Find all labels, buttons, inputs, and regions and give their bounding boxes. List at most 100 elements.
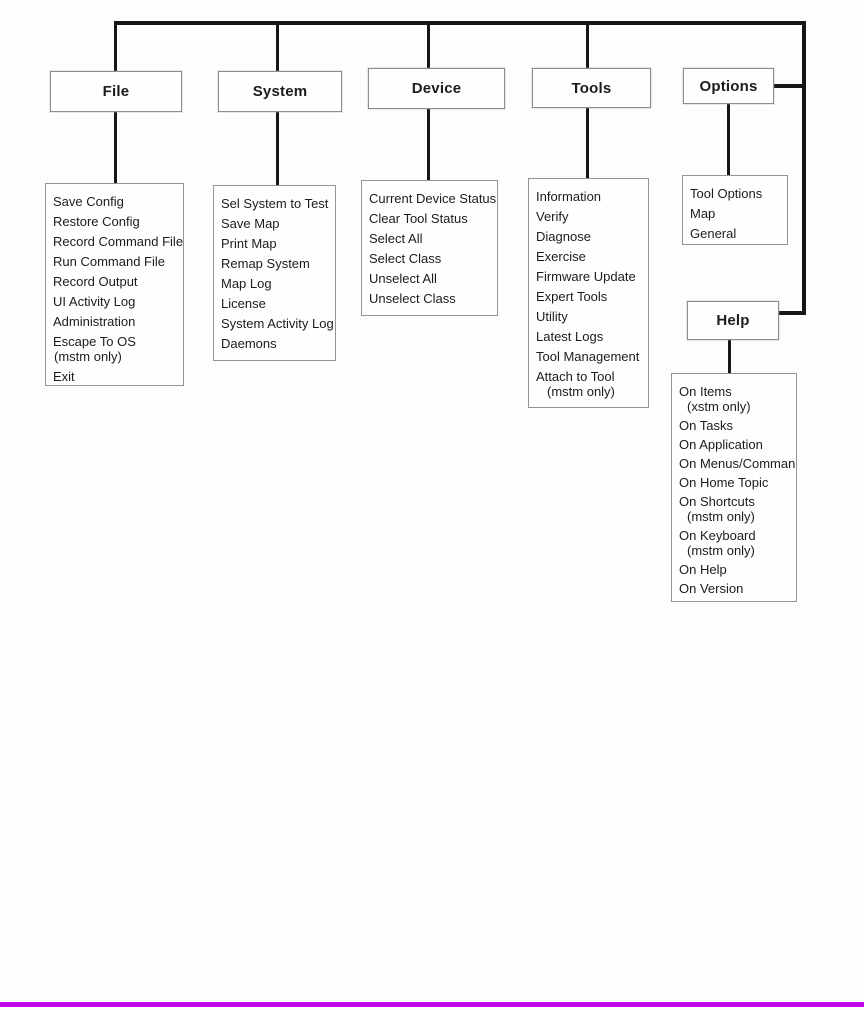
menu-item-text: Select All bbox=[369, 231, 423, 246]
menu-item: On Menus/Command bbox=[679, 456, 796, 471]
menu-item-text: On Keyboard bbox=[679, 528, 756, 543]
menu-item-text: On Help bbox=[679, 562, 727, 577]
menu-item: Exit bbox=[53, 369, 183, 384]
menu-item-text: On Application bbox=[679, 437, 763, 452]
menu-box-options: Options bbox=[683, 68, 774, 104]
menu-item: Attach to Tool (mstm only) bbox=[536, 369, 648, 399]
menu-item-text: On Version bbox=[679, 581, 744, 596]
menu-item: Administration bbox=[53, 314, 183, 329]
menu-item-text: Latest Logs bbox=[536, 329, 604, 344]
menu-item: On Version bbox=[679, 581, 796, 596]
menu-item: On Tasks bbox=[679, 418, 796, 433]
menu-item-text: Record Output bbox=[53, 274, 138, 289]
menu-box-device: Device bbox=[368, 68, 505, 109]
menu-item: On Application bbox=[679, 437, 796, 452]
menu-box-file: File bbox=[50, 71, 182, 112]
menu-item-text: Exit bbox=[53, 369, 75, 384]
menu-item: Save Map bbox=[221, 216, 335, 231]
menu-items-tools: Information Verify Diagnose Exercise Fir… bbox=[528, 178, 649, 408]
menu-item-text: Clear Tool Status bbox=[369, 211, 468, 226]
menu-items-help: On Items (xstm only) On Tasks On Applica… bbox=[671, 373, 797, 602]
menu-item-text: Firmware Update bbox=[536, 269, 636, 284]
menu-item: Tool Options bbox=[690, 186, 787, 201]
menu-item-text: Record Command File bbox=[53, 234, 184, 249]
menu-item: Firmware Update bbox=[536, 269, 648, 284]
menu-item: Map Log bbox=[221, 276, 335, 291]
menu-item: Diagnose bbox=[536, 229, 648, 244]
menu-item: Exercise bbox=[536, 249, 648, 264]
menu-item: Utility bbox=[536, 309, 648, 324]
menu-item-text: Attach to Tool bbox=[536, 369, 615, 384]
menu-item: System Activity Log bbox=[221, 316, 335, 331]
menu-item-text: Current Device Status bbox=[369, 191, 497, 206]
menu-item: Daemons bbox=[221, 336, 335, 351]
menu-item: Tool Management bbox=[536, 349, 648, 364]
menu-item-text: Map Log bbox=[221, 276, 272, 291]
menu-item-subtext: (mstm only) bbox=[687, 543, 755, 558]
menu-item: Sel System to Test bbox=[221, 196, 335, 211]
menu-box-tools: Tools bbox=[532, 68, 651, 108]
menu-item: Restore Config bbox=[53, 214, 183, 229]
menu-item: Verify bbox=[536, 209, 648, 224]
menu-label-system: System bbox=[252, 83, 308, 100]
menu-item-text: Exercise bbox=[536, 249, 586, 264]
menu-items-system: Sel System to Test Save Map Print Map Re… bbox=[213, 185, 336, 361]
menu-item: Latest Logs bbox=[536, 329, 648, 344]
menu-label-tools: Tools bbox=[571, 79, 612, 97]
menu-item: Clear Tool Status bbox=[369, 211, 497, 226]
menu-label-help: Help bbox=[716, 312, 750, 329]
menu-item-text: Utility bbox=[536, 309, 568, 324]
menu-item-text: Save Config bbox=[53, 194, 124, 209]
menu-box-system: System bbox=[218, 71, 342, 112]
menu-item: Print Map bbox=[221, 236, 335, 251]
menu-item-text: Escape To OS bbox=[53, 334, 136, 349]
menu-item: Save Config bbox=[53, 194, 183, 209]
menu-item-text: Print Map bbox=[221, 236, 277, 251]
menu-item-text: Diagnose bbox=[536, 229, 591, 244]
menu-item-text: Unselect Class bbox=[369, 291, 456, 306]
menu-item: On Items (xstm only) bbox=[679, 384, 796, 414]
footer-accent-rule bbox=[0, 1002, 864, 1007]
menu-item-text: Information bbox=[536, 189, 602, 204]
menu-item-text: Administration bbox=[53, 314, 136, 329]
menu-item: On Help bbox=[679, 562, 796, 577]
menu-item: Record Command File bbox=[53, 234, 183, 249]
menu-item-subtext: (mstm only) bbox=[547, 384, 615, 399]
menu-item: Information bbox=[536, 189, 648, 204]
menu-item: Unselect All bbox=[369, 271, 497, 286]
menu-item-text: Save Map bbox=[221, 216, 280, 231]
connector-right-vertical bbox=[802, 21, 806, 315]
menu-item-text: License bbox=[221, 296, 266, 311]
menu-item-text: Restore Config bbox=[53, 214, 140, 229]
connector-help-horizontal bbox=[775, 311, 806, 315]
menu-item: Record Output bbox=[53, 274, 183, 289]
menu-item-text: UI Activity Log bbox=[53, 294, 136, 309]
menu-item-text: Select Class bbox=[369, 251, 442, 266]
connector-help-vertical bbox=[728, 336, 731, 374]
menu-label-file: File bbox=[102, 83, 130, 100]
menu-label-options: Options bbox=[699, 77, 758, 95]
menu-items-file: Save Config Restore Config Record Comman… bbox=[45, 183, 184, 386]
menu-item: Expert Tools bbox=[536, 289, 648, 304]
menu-item: On Keyboard (mstm only) bbox=[679, 528, 796, 558]
menu-item: Current Device Status bbox=[369, 191, 497, 206]
menu-item-subtext: (mstm only) bbox=[54, 349, 122, 364]
menu-item: Select Class bbox=[369, 251, 497, 266]
menu-item: Map bbox=[690, 206, 787, 221]
menu-item-text: Tool Management bbox=[536, 349, 640, 364]
menu-item-text: Remap System bbox=[221, 256, 310, 271]
menu-label-device: Device bbox=[411, 80, 462, 97]
connector-options-vertical bbox=[727, 100, 730, 175]
menu-item-text: Daemons bbox=[221, 336, 277, 351]
menu-item: UI Activity Log bbox=[53, 294, 183, 309]
menu-item-text: Map bbox=[690, 206, 716, 221]
menu-item-text: On Tasks bbox=[679, 418, 733, 433]
menu-item: License bbox=[221, 296, 335, 311]
connector-options-horizontal bbox=[770, 84, 806, 88]
menu-item-text: On Home Topic bbox=[679, 475, 769, 490]
menu-item-text: Tool Options bbox=[690, 186, 763, 201]
menu-item-text: System Activity Log bbox=[221, 316, 334, 331]
menu-item-text: General bbox=[690, 226, 737, 241]
menu-item: Unselect Class bbox=[369, 291, 497, 306]
